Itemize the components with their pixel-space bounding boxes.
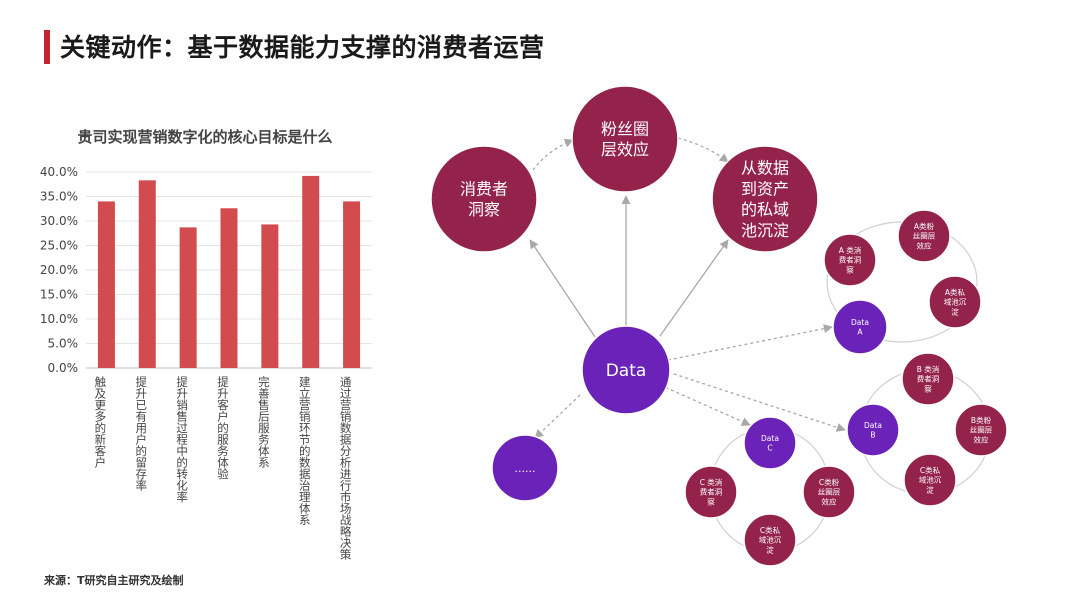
x-tick-label: 完善售后服务体系 <box>257 375 271 468</box>
node-c-fan-circle: C类粉丝圈层效应 <box>802 465 856 519</box>
bar <box>220 208 238 368</box>
x-tick-label: 提升客户的服务体验 <box>216 375 230 480</box>
bar <box>97 201 115 368</box>
node-c-insight: C 类消费者洞察 <box>684 465 738 519</box>
y-tick-label: 10.0% <box>40 312 78 326</box>
node-a-fan-circle: A类粉丝圈层效应 <box>897 209 951 263</box>
page-title: 关键动作：基于数据能力支撑的消费者运营 <box>60 33 545 62</box>
bar <box>343 201 361 368</box>
node-a-private-pool: A类私域池沉淀 <box>928 275 982 329</box>
node-b-insight: B 类消费者洞察 <box>901 352 955 406</box>
arrow-fan-to-pool <box>677 137 729 163</box>
node-ellipsis-label: ...... <box>515 462 536 475</box>
arrow-to-private-pool <box>659 239 729 337</box>
bar <box>179 227 197 368</box>
arrow-to-cluster-c <box>659 384 751 426</box>
source-note: 来源：T研究自主研究及绘制 <box>44 574 184 587</box>
node-consumer-insight-label: 消费者洞察 <box>460 179 508 219</box>
node-a-fan-circle-label: A类粉丝圈层效应 <box>913 221 936 251</box>
node-b-fan-circle-label: B类粉丝圈层效应 <box>970 415 993 445</box>
arrow-to-ellipsis <box>534 394 581 439</box>
node-a-insight: A 类消费者洞察 <box>823 233 877 287</box>
node-fan-circle-effect-label: 粉丝圈层效应 <box>601 119 649 159</box>
node-b-private-pool: C类私域池沉淀 <box>903 453 957 507</box>
node-a-private-pool-label: A类私域池沉淀 <box>944 287 967 317</box>
y-tick-label: 5.0% <box>48 337 79 351</box>
y-tick-label: 20.0% <box>40 263 78 277</box>
y-tick-label: 0.0% <box>48 361 79 375</box>
bar-chart: 0.0% 5.0% 10.0% 15.0% 20.0% 25.0% 30.0% 35.0% 40… <box>40 165 372 560</box>
node-b-insight-label: B 类消费者洞察 <box>917 364 940 394</box>
x-tick-label: 建立营销环节的数据治理体系 <box>298 375 312 525</box>
y-tick-label: 25.0% <box>40 239 78 253</box>
y-tick-label: 30.0% <box>40 214 78 228</box>
arrow-to-cluster-b <box>667 371 846 432</box>
arrow-to-cluster-a <box>667 324 833 361</box>
node-ellipsis: ...... <box>491 434 559 502</box>
node-fan-circle-effect: 粉丝圈层效应 <box>571 85 679 193</box>
node-private-pool-label: 从数据到资产的私域池沉淀 <box>741 159 789 240</box>
x-tick-label: 提升销售过程中的转化率 <box>175 375 189 503</box>
node-c-private-pool: C类私域池沉淀 <box>743 513 797 567</box>
node-a-insight-label: A 类消费者洞察 <box>839 245 862 275</box>
node-c-insight-label: C 类消费者洞察 <box>700 477 723 507</box>
arrow-to-insight <box>529 239 596 338</box>
y-tick-label: 35.0% <box>40 190 78 204</box>
node-b-fan-circle: B类粉丝圈层效应 <box>954 403 1008 457</box>
x-tick-label: 提升已有用户的留存率 <box>134 375 148 492</box>
bar <box>261 224 279 368</box>
chart-title: 贵司实现营销数字化的核心目标是什么 <box>77 128 333 146</box>
arrow-insight-to-fan <box>532 138 574 171</box>
node-data-center-label: Data <box>606 361 647 381</box>
node-consumer-insight: 消费者洞察 <box>430 145 538 253</box>
x-tick-label: 触及更多的新客户 <box>93 375 107 469</box>
node-c-fan-circle-label: C类粉丝圈层效应 <box>818 477 841 507</box>
node-c-private-pool-label: C类私域池沉淀 <box>759 525 782 555</box>
bar <box>138 180 156 368</box>
node-b-private-pool-label: C类私域池沉淀 <box>919 465 942 495</box>
node-private-pool: 从数据到资产的私域池沉淀 <box>711 145 819 253</box>
bar <box>302 175 320 368</box>
y-tick-label: 15.0% <box>40 288 78 302</box>
x-tick-label: 通过营销数据分析进行市场战略决策 <box>339 376 353 560</box>
node-data-center: Data <box>581 325 671 415</box>
title-accent-bar <box>44 30 50 64</box>
y-tick-label: 40.0% <box>40 165 78 179</box>
